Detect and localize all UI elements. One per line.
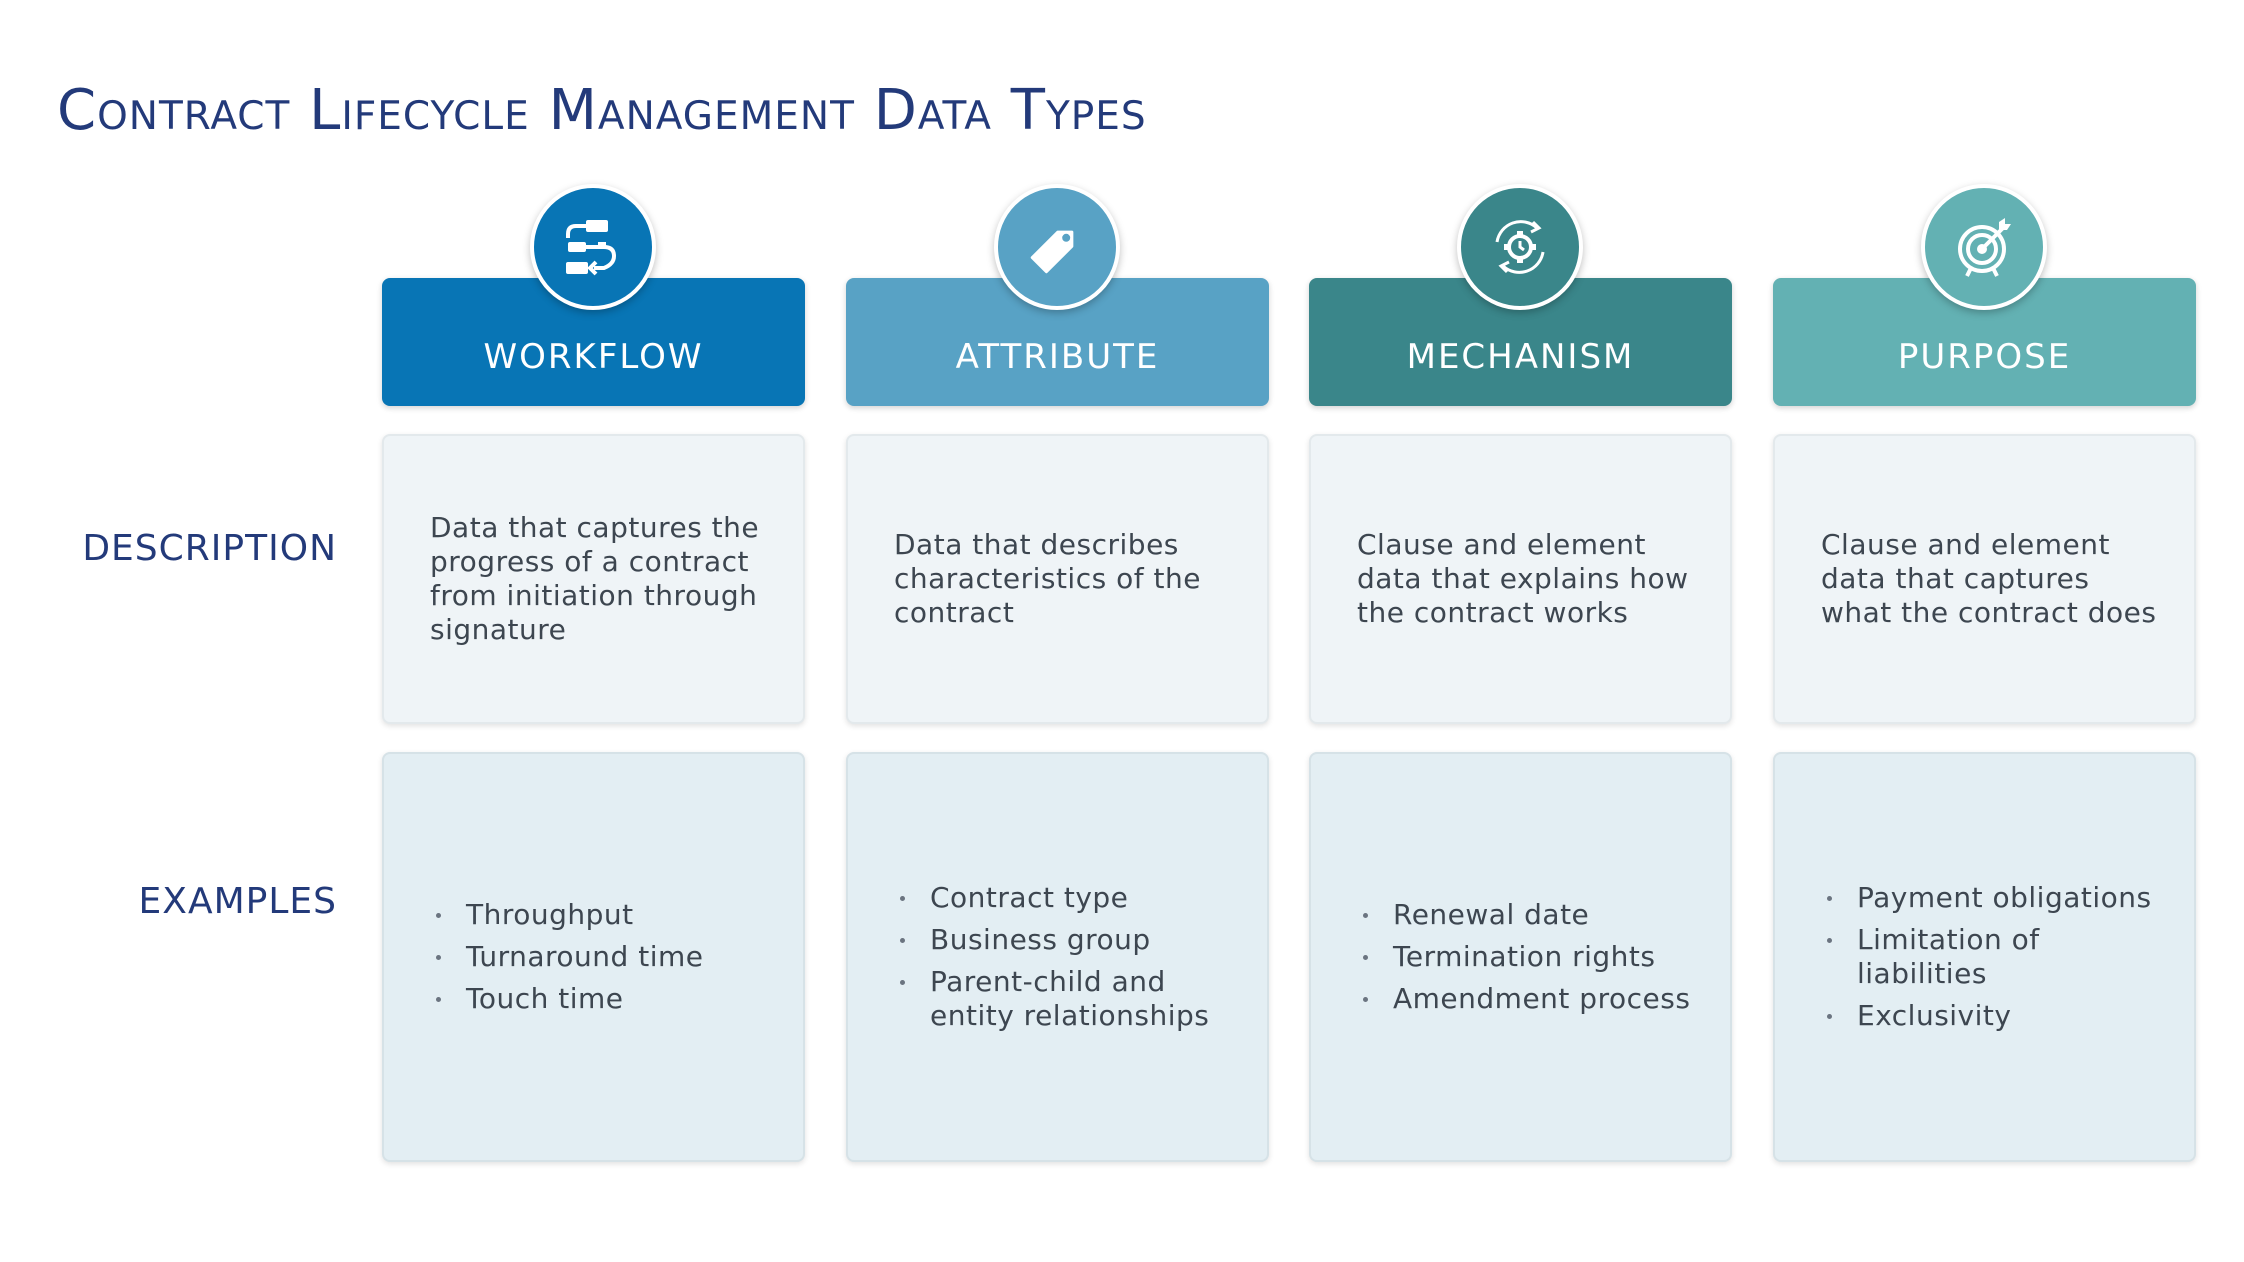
list-item: Renewal date [1363,898,1690,932]
column-attribute: ATTRIBUTE Data that describes characteri… [846,0,1269,1262]
list-item: Parent-child and entity relationships [900,965,1247,1033]
row-label-examples: EXAMPLES [138,881,337,922]
column-mechanism: MECHANISM Clause and element data that e… [1309,0,1732,1262]
description-card: Data that captures the progress of a con… [382,434,805,724]
description-text: Clause and element data that explains ho… [1357,528,1689,629]
header-label: PURPOSE [1897,337,2072,377]
row-label-description: DESCRIPTION [82,528,337,569]
examples-card: Throughput Turnaround time Touch time [382,752,805,1162]
description-text: Data that describes characteristics of t… [894,528,1201,629]
column-purpose: PURPOSE Clause and element data that cap… [1773,0,2196,1262]
list-item: Limitation of liabilities [1827,923,2174,991]
examples-list: Contract type Business group Parent-chil… [900,881,1247,1033]
list-item: Turnaround time [436,940,703,974]
workflow-icon [530,184,656,310]
target-icon [1921,184,2047,310]
examples-card: Payment obligations Limitation of liabil… [1773,752,2196,1162]
list-item: Termination rights [1363,940,1690,974]
list-item: Amendment process [1363,982,1690,1016]
description-card: Clause and element data that captures wh… [1773,434,2196,724]
description-card: Data that describes characteristics of t… [846,434,1269,724]
gear-cycle-icon [1457,184,1583,310]
header-label: ATTRIBUTE [955,337,1160,377]
list-item: Throughput [436,898,703,932]
header-label: MECHANISM [1406,337,1635,377]
description-card: Clause and element data that explains ho… [1309,434,1732,724]
examples-card: Contract type Business group Parent-chil… [846,752,1269,1162]
list-item: Touch time [436,982,703,1016]
list-item: Business group [900,923,1247,957]
list-item: Exclusivity [1827,999,2174,1033]
examples-card: Renewal date Termination rights Amendmen… [1309,752,1732,1162]
examples-list: Payment obligations Limitation of liabil… [1827,881,2174,1033]
list-item: Payment obligations [1827,881,2174,915]
description-text: Data that captures the progress of a con… [430,511,760,646]
column-workflow: WORKFLOW Data that captures the progress… [382,0,805,1262]
tag-icon [994,184,1120,310]
page-title: Contract Lifecycle Management Data Types [57,78,1147,143]
description-text: Clause and element data that captures wh… [1821,528,2157,629]
examples-list: Renewal date Termination rights Amendmen… [1363,898,1690,1016]
header-label: WORKFLOW [483,337,704,377]
list-item: Contract type [900,881,1247,915]
examples-list: Throughput Turnaround time Touch time [436,898,703,1016]
